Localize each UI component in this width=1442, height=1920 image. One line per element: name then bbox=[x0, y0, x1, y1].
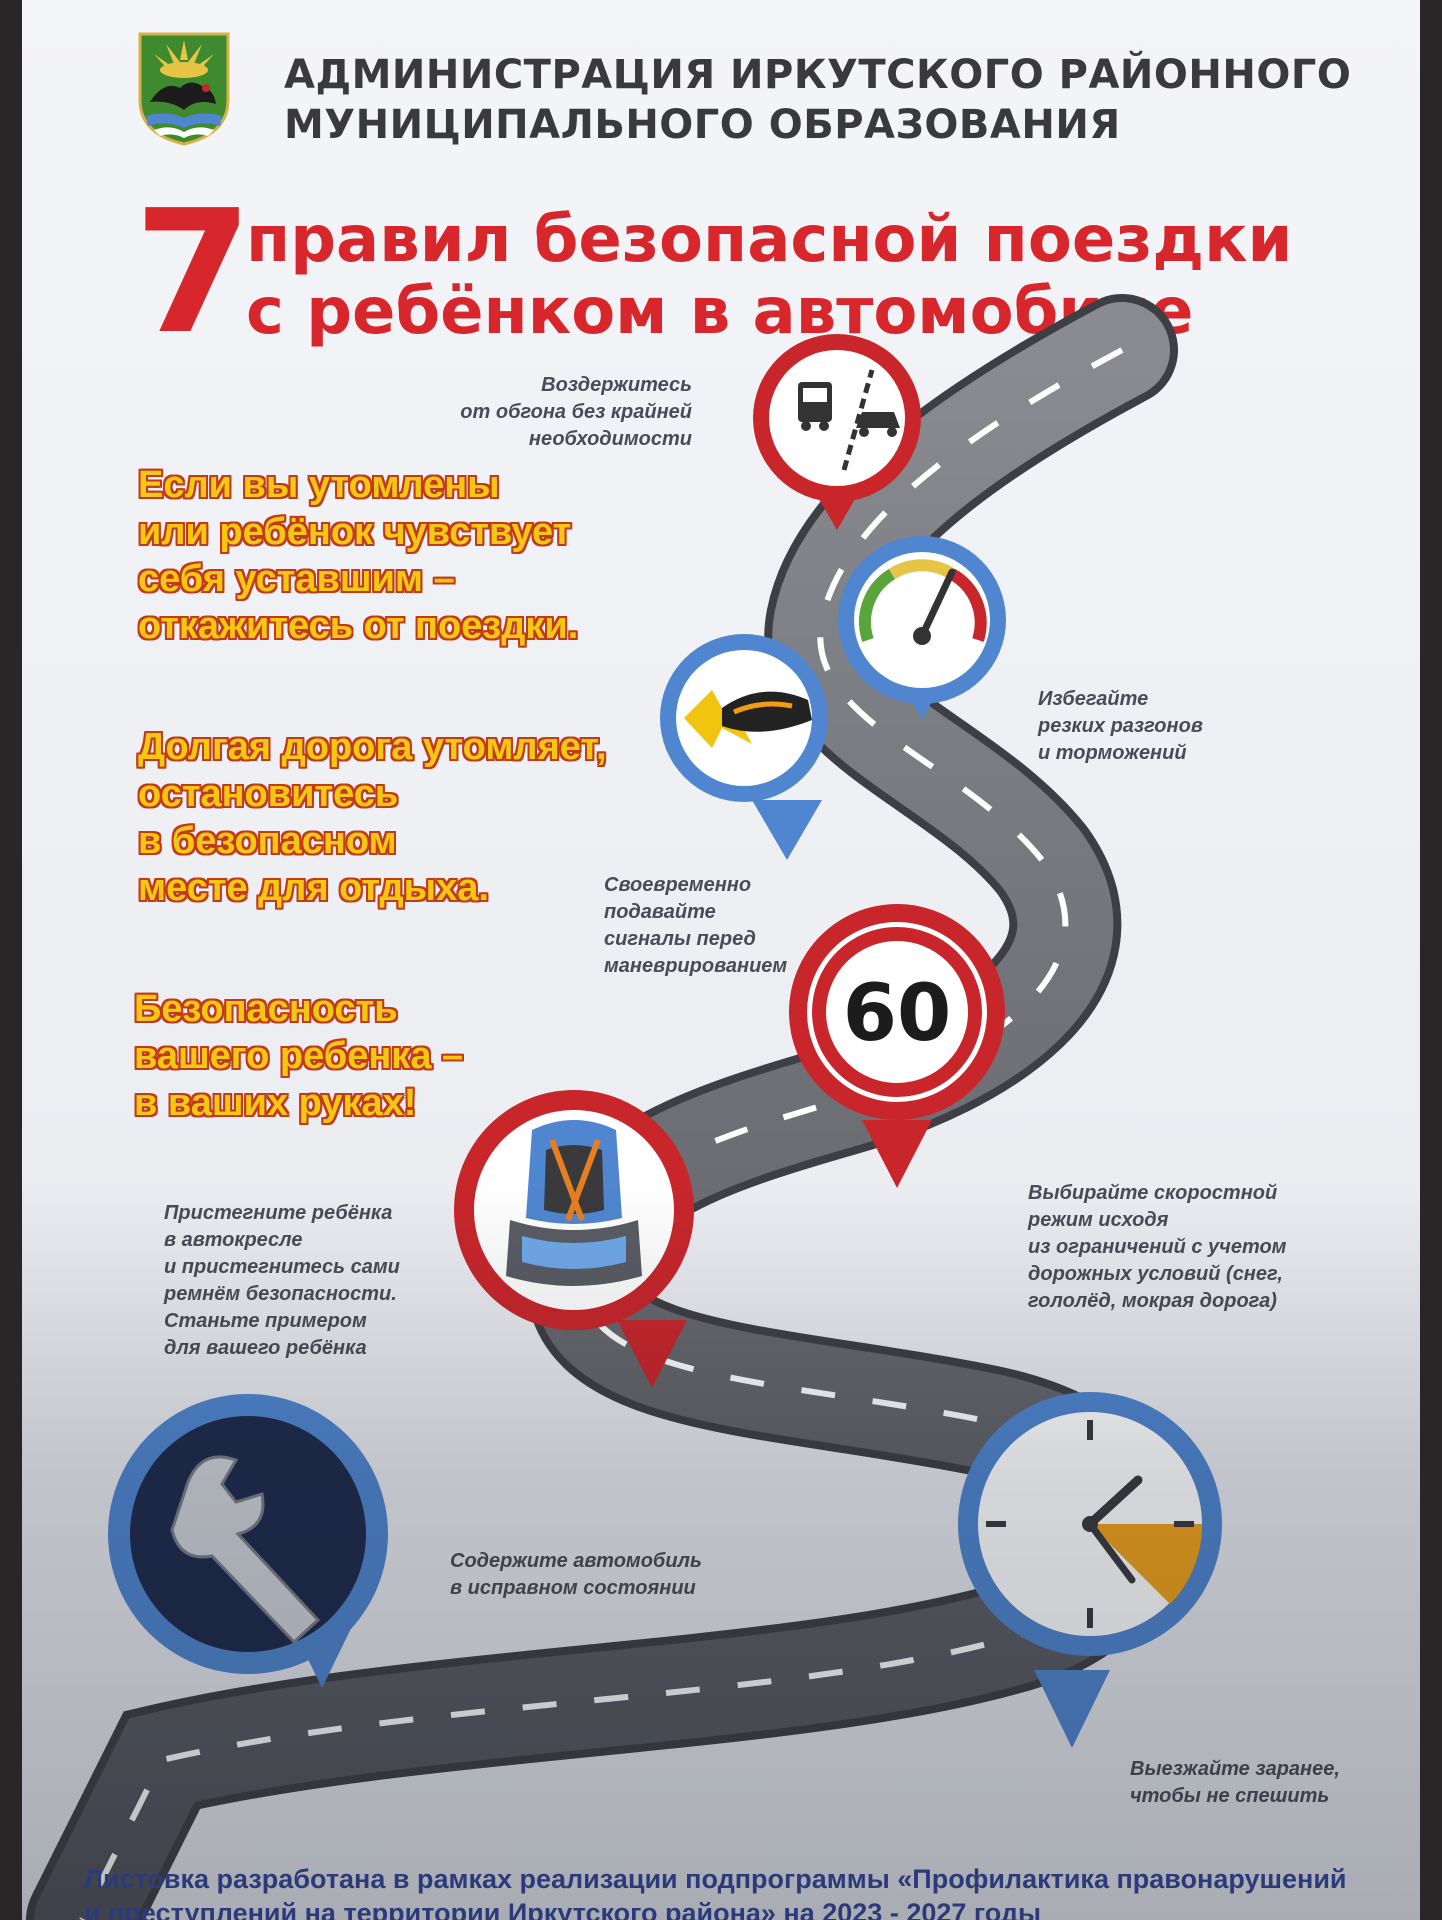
district-coat-of-arms-icon bbox=[138, 32, 230, 146]
rule-seat-line: для вашего ребёнка bbox=[164, 1337, 367, 1359]
rule-seat: Пристегните ребёнка в автокресле и прист… bbox=[164, 1200, 454, 1362]
footer-note-line1: Листовка разработана в рамках реализации… bbox=[84, 1864, 1347, 1894]
callout-tired: Если вы утомлены или ребёнок чувствует с… bbox=[138, 462, 658, 650]
callout-long-road-line: остановитесь bbox=[138, 773, 399, 815]
callout-safety: Безопасность вашего ребенка – в ваших ру… bbox=[134, 986, 614, 1127]
speed-limit-sign-icon: 60 bbox=[789, 904, 1005, 1188]
rule-seat-line: Пристегните ребёнка bbox=[164, 1202, 393, 1224]
rule-overtake: Воздержитесь от обгона без крайней необх… bbox=[412, 372, 692, 453]
rule-signals: Своевременно подавайте сигналы перед ман… bbox=[604, 872, 844, 980]
rule-maintenance-line: в исправном состоянии bbox=[450, 1577, 696, 1599]
rule-signals-line: Своевременно bbox=[604, 874, 752, 896]
rule-maintenance-line: Содержите автомобиль bbox=[450, 1550, 702, 1572]
title-number: 7 bbox=[134, 174, 252, 372]
footer-note: Листовка разработана в рамках реализации… bbox=[84, 1862, 1420, 1920]
callout-long-road-line: месте для отдыха. bbox=[138, 867, 489, 909]
rule-seat-line: в автокресле bbox=[164, 1229, 303, 1251]
rule-seat-line: ремнём безопасности. bbox=[164, 1283, 397, 1305]
callout-tired-line: себя уставшим – bbox=[138, 558, 455, 600]
organization-name-line2: МУНИЦИПАЛЬНОГО ОБРАЗОВАНИЯ bbox=[284, 102, 1121, 148]
speedometer-icon bbox=[838, 536, 1006, 720]
callout-tired-line: Если вы утомлены bbox=[138, 464, 500, 506]
clock-icon bbox=[958, 1392, 1222, 1748]
rule-acceleration-line: резких разгонов bbox=[1038, 715, 1203, 737]
winding-road-illustration: 60 bbox=[26, 294, 1222, 1920]
speed-limit-value: 60 bbox=[843, 969, 952, 1059]
rule-overtake-line: Воздержитесь bbox=[541, 374, 692, 396]
rule-speed-line: из ограничений с учетом bbox=[1028, 1236, 1287, 1258]
rule-maintenance: Содержите автомобиль в исправном состоян… bbox=[450, 1548, 750, 1602]
callout-safety-line: в ваших руках! bbox=[134, 1082, 417, 1124]
page-title-line1: правил безопасной поездки bbox=[246, 203, 1293, 277]
rule-speed-line: дорожных условий (снег, bbox=[1028, 1263, 1283, 1285]
organization-name-line1: АДМИНИСТРАЦИЯ ИРКУТСКОГО РАЙОННОГО bbox=[284, 52, 1352, 98]
child-car-seat-icon bbox=[454, 1090, 694, 1388]
rule-early-line: Выезжайте заранее, bbox=[1130, 1758, 1340, 1780]
rule-speed-line: режим исходя bbox=[1028, 1209, 1169, 1231]
callout-long-road: Долгая дорога утомляет, остановитесь в б… bbox=[138, 724, 658, 912]
callout-long-road-line: Долгая дорога утомляет, bbox=[138, 726, 607, 768]
rule-overtake-line: необходимости bbox=[528, 428, 692, 450]
callout-safety-line: Безопасность bbox=[134, 988, 398, 1030]
headlight-signal-icon bbox=[660, 634, 828, 860]
rule-acceleration: Избегайте резких разгонов и торможений bbox=[1038, 686, 1298, 767]
rule-acceleration-line: и торможений bbox=[1038, 742, 1187, 764]
rule-speed-line: гололёд, мокрая дорога) bbox=[1028, 1290, 1277, 1312]
poster: АДМИНИСТРАЦИЯ ИРКУТСКОГО РАЙОННОГО МУНИЦ… bbox=[22, 0, 1420, 1920]
rule-speed-line: Выбирайте скоростной bbox=[1028, 1182, 1278, 1204]
rule-signals-line: маневрированием bbox=[604, 955, 788, 977]
rule-early: Выезжайте заранее, чтобы не спешить bbox=[1130, 1756, 1390, 1810]
organization-name: АДМИНИСТРАЦИЯ ИРКУТСКОГО РАЙОННОГО МУНИЦ… bbox=[284, 50, 1384, 150]
rule-early-line: чтобы не спешить bbox=[1130, 1785, 1330, 1807]
callout-tired-line: или ребёнок чувствует bbox=[138, 511, 572, 553]
rule-signals-line: подавайте bbox=[604, 901, 716, 923]
callout-long-road-line: в безопасном bbox=[138, 820, 397, 862]
rule-speed: Выбирайте скоростной режим исходя из огр… bbox=[1028, 1180, 1348, 1315]
rule-seat-line: Станьте примером bbox=[164, 1310, 367, 1332]
rule-acceleration-line: Избегайте bbox=[1038, 688, 1149, 710]
rule-seat-line: и пристегнитесь сами bbox=[164, 1256, 400, 1278]
callout-tired-line: откажитесь от поездки. bbox=[138, 605, 579, 647]
rule-overtake-line: от обгона без крайней bbox=[460, 401, 692, 423]
footer-note-line2: и преступлений на территории Иркутского … bbox=[84, 1898, 1042, 1920]
no-overtaking-sign-icon bbox=[753, 334, 921, 530]
rule-signals-line: сигналы перед bbox=[604, 928, 756, 950]
wrench-icon bbox=[108, 1394, 388, 1688]
callout-safety-line: вашего ребенка – bbox=[134, 1035, 464, 1077]
